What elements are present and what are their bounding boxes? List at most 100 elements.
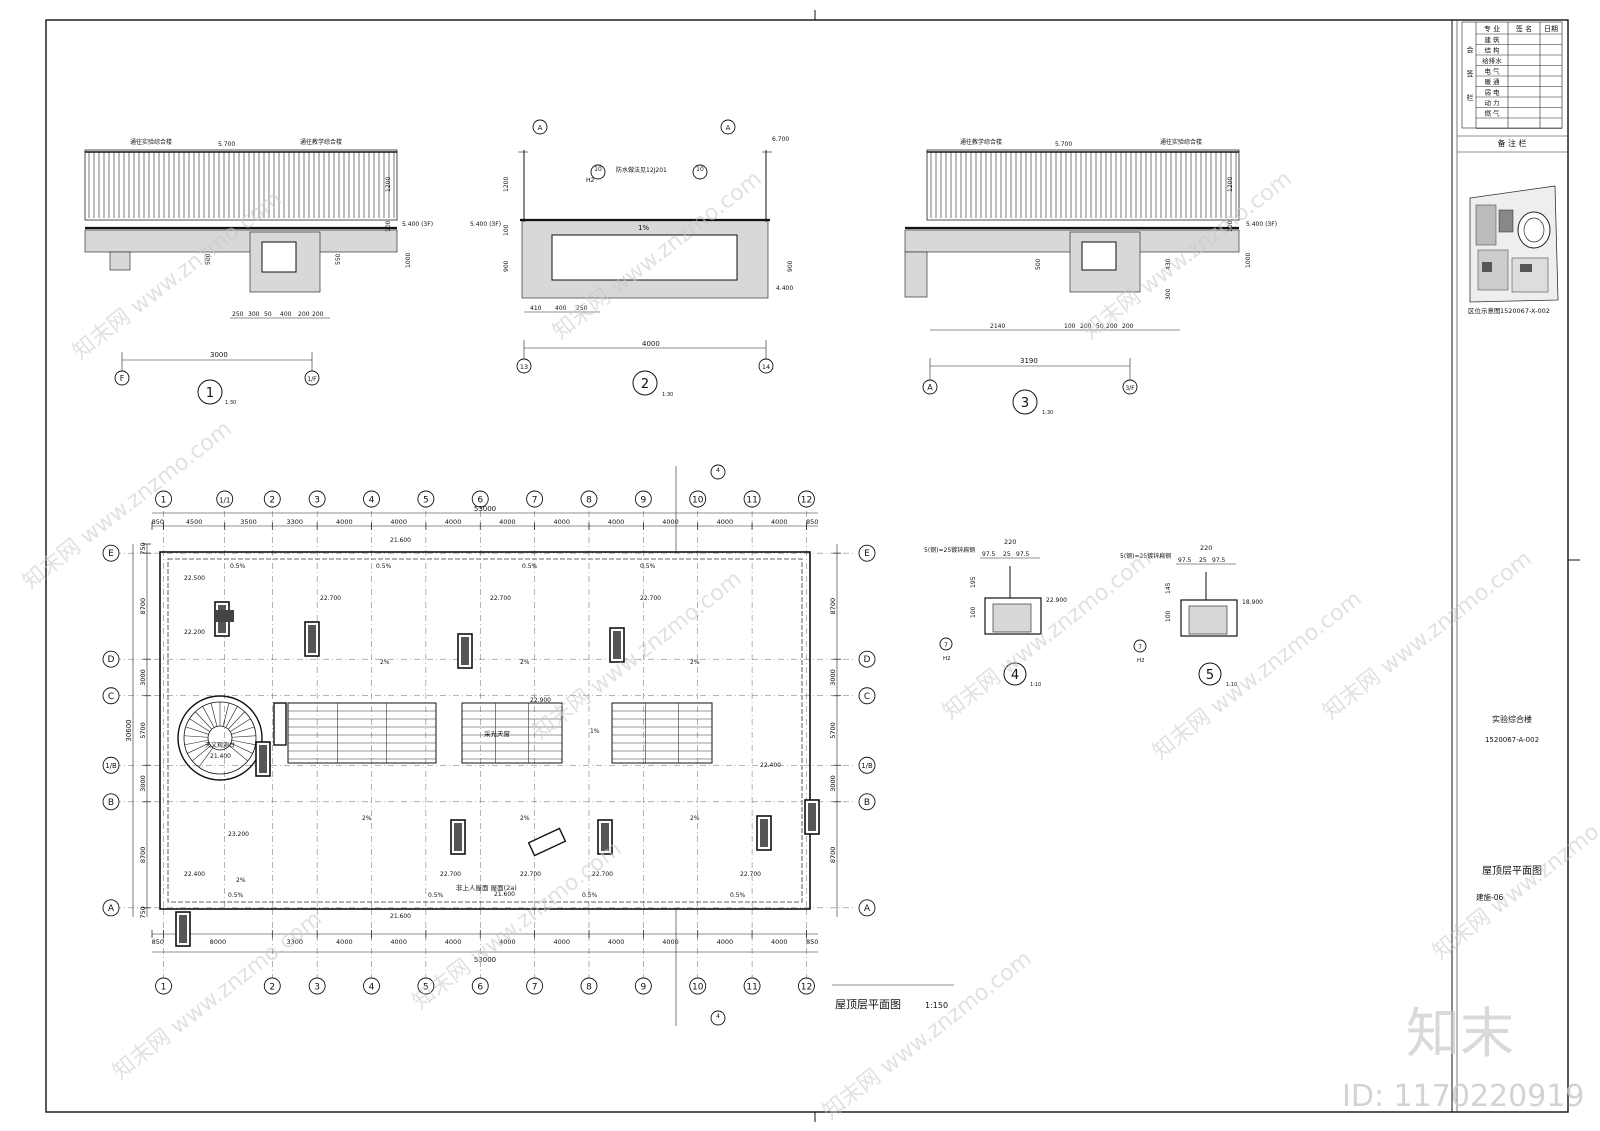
d2-dim-v4: 900: [787, 260, 794, 272]
axis-bottom-10: [689, 977, 707, 995]
d1-axis-right: 1/F: [307, 376, 317, 383]
dim-top: 4000: [390, 518, 407, 526]
d2-ref-c: H2: [586, 177, 595, 184]
tb-row-3: 给排水: [1482, 56, 1502, 65]
d2-axis-left: 13: [520, 363, 528, 371]
tb-row-8: 燃 气: [1484, 109, 1500, 118]
dim-right: 8700: [829, 847, 837, 864]
d1-width: 3000: [210, 351, 228, 359]
d1-dim-v4: 550: [335, 253, 342, 265]
axis-top-label: 11: [746, 496, 757, 506]
axis-top-11: [743, 490, 761, 508]
axis-left-D: [102, 650, 120, 668]
dim-top: 850: [152, 518, 164, 526]
axis-bottom-label: 3: [314, 983, 320, 993]
d1-dim-h3: 50: [264, 311, 272, 318]
d2-dim-v1: 1200: [503, 177, 510, 192]
axis-top-label: 1: [161, 496, 167, 506]
axis-right-C: [858, 687, 876, 705]
axis-bottom-label: 10: [692, 983, 704, 993]
axis-bottom-label: 12: [801, 983, 812, 993]
axis-bottom-label: 8: [586, 983, 592, 993]
axis-right-1/B: [858, 756, 876, 774]
d4-elev: 22.900: [1046, 597, 1067, 604]
axis-top-5: [417, 490, 435, 508]
dim-top: 4000: [662, 518, 679, 526]
dim-bottom: 4000: [554, 938, 571, 946]
axis-top-label: 4: [369, 496, 375, 506]
dim-right: 3000: [829, 669, 837, 686]
tb-row-2: 结 构: [1484, 46, 1500, 55]
tb-row-1: 建 筑: [1484, 35, 1500, 44]
axis-left-label: D: [108, 655, 115, 665]
axis-bottom-label: 7: [532, 983, 538, 993]
elevation-label: 22.500: [184, 575, 205, 582]
elevation-label: 22.700: [490, 595, 511, 602]
axis-right-label: 1/B: [861, 762, 873, 770]
axis-top-label: 9: [640, 496, 646, 506]
watermark-text: 知末网 www.znzmo.com: [818, 947, 1036, 1125]
watermark-text: 知末网 www.znzmo.com: [938, 547, 1156, 725]
drawing-number: 建施-06: [1476, 892, 1503, 902]
axis-left-1/B: [102, 756, 120, 774]
plan-scale: 1:150: [925, 1001, 948, 1010]
key-plan: [1469, 185, 1559, 303]
d1-dim-h2: 300: [248, 311, 260, 318]
axis-bottom-9: [634, 977, 652, 995]
d2-axis-right: 14: [762, 363, 770, 371]
d2-elev-top: 6.700: [772, 136, 789, 143]
detail-3: 通往教学综合楼 通往实验综合楼 5.700 5.400 (3F) 1200 10…: [904, 138, 1277, 416]
elevation-label: 22.900: [530, 697, 551, 704]
d3-axis-right: 3/F: [1125, 385, 1135, 392]
dim-bottom: 850: [152, 938, 164, 946]
tb-row-4: 电 气: [1484, 67, 1500, 76]
watermark-brand: 知末: [1406, 1002, 1514, 1065]
tb-header-discipline: 专 业: [1484, 24, 1500, 33]
slope-label: 0.5%: [228, 892, 244, 899]
dim-right: 5700: [829, 722, 837, 739]
d3-dim-h3: 50: [1096, 323, 1104, 330]
d5-dim-a: 97.5: [1178, 557, 1192, 564]
d1-note-left: 通往实验综合楼: [130, 138, 172, 146]
detail-1: 通往实验综合楼 通往教学综合楼 5.700 5.400 (3F) 1200 10…: [84, 138, 433, 406]
d2-ref-b2: 10: [696, 166, 704, 173]
d2-elev-roof: 5.400 (3F): [470, 221, 501, 228]
axis-left-label: A: [108, 904, 115, 914]
sheet-border: [45, 19, 1569, 1113]
dim-total-bottom: 53000: [474, 956, 496, 964]
roof-vent-core: [216, 610, 234, 622]
d3-dim-v4: 500: [1035, 258, 1042, 270]
d5-dim-b: 25: [1199, 557, 1207, 564]
dim-bottom: 4000: [608, 938, 625, 946]
skylight-3: [611, 702, 713, 764]
watermark-text: 知末网 www.znzmo.com: [18, 417, 236, 595]
dim-bottom: 4000: [662, 938, 679, 946]
axis-left-label: B: [108, 798, 114, 808]
axis-bottom-label: 4: [369, 983, 375, 993]
watermark-text: 知末网 www.znzmo.com: [1318, 547, 1536, 725]
d1-dim-v2: 100: [385, 220, 392, 232]
d3-axis-left: A: [927, 383, 933, 392]
roof-outline: [159, 551, 811, 910]
d1-dim-h4: 400: [280, 311, 292, 318]
d2-number: 2: [641, 377, 649, 392]
dim-top: 4000: [554, 518, 571, 526]
dim-bottom: 4000: [499, 938, 516, 946]
elevation-label: 21.600: [390, 537, 411, 544]
tb-row-7: 动 力: [1484, 98, 1499, 107]
slope-label: 0.5%: [640, 563, 656, 570]
d1-elev-roof: 5.400 (3F): [402, 221, 433, 228]
axis-top-1/1: [216, 490, 234, 508]
d2-scale: 1:30: [662, 392, 673, 398]
axis-bottom-label: 1: [161, 983, 167, 993]
detail-5: 5(钢)=25镀锌扁钢 220 97.5 25 97.5 145 100 18.…: [1120, 544, 1263, 688]
d2-dim-v3: 900: [503, 260, 510, 272]
d4-dim-b: 25: [1003, 551, 1011, 558]
dim-top: 4000: [445, 518, 462, 526]
elevation-label: 21.400: [210, 753, 231, 760]
tb-row-6: 弱 电: [1484, 88, 1500, 97]
d4-ref-sheet: H2: [943, 656, 951, 662]
d1-dim-h5: 200: [298, 311, 310, 318]
d4-dim-total: 220: [1004, 538, 1016, 546]
